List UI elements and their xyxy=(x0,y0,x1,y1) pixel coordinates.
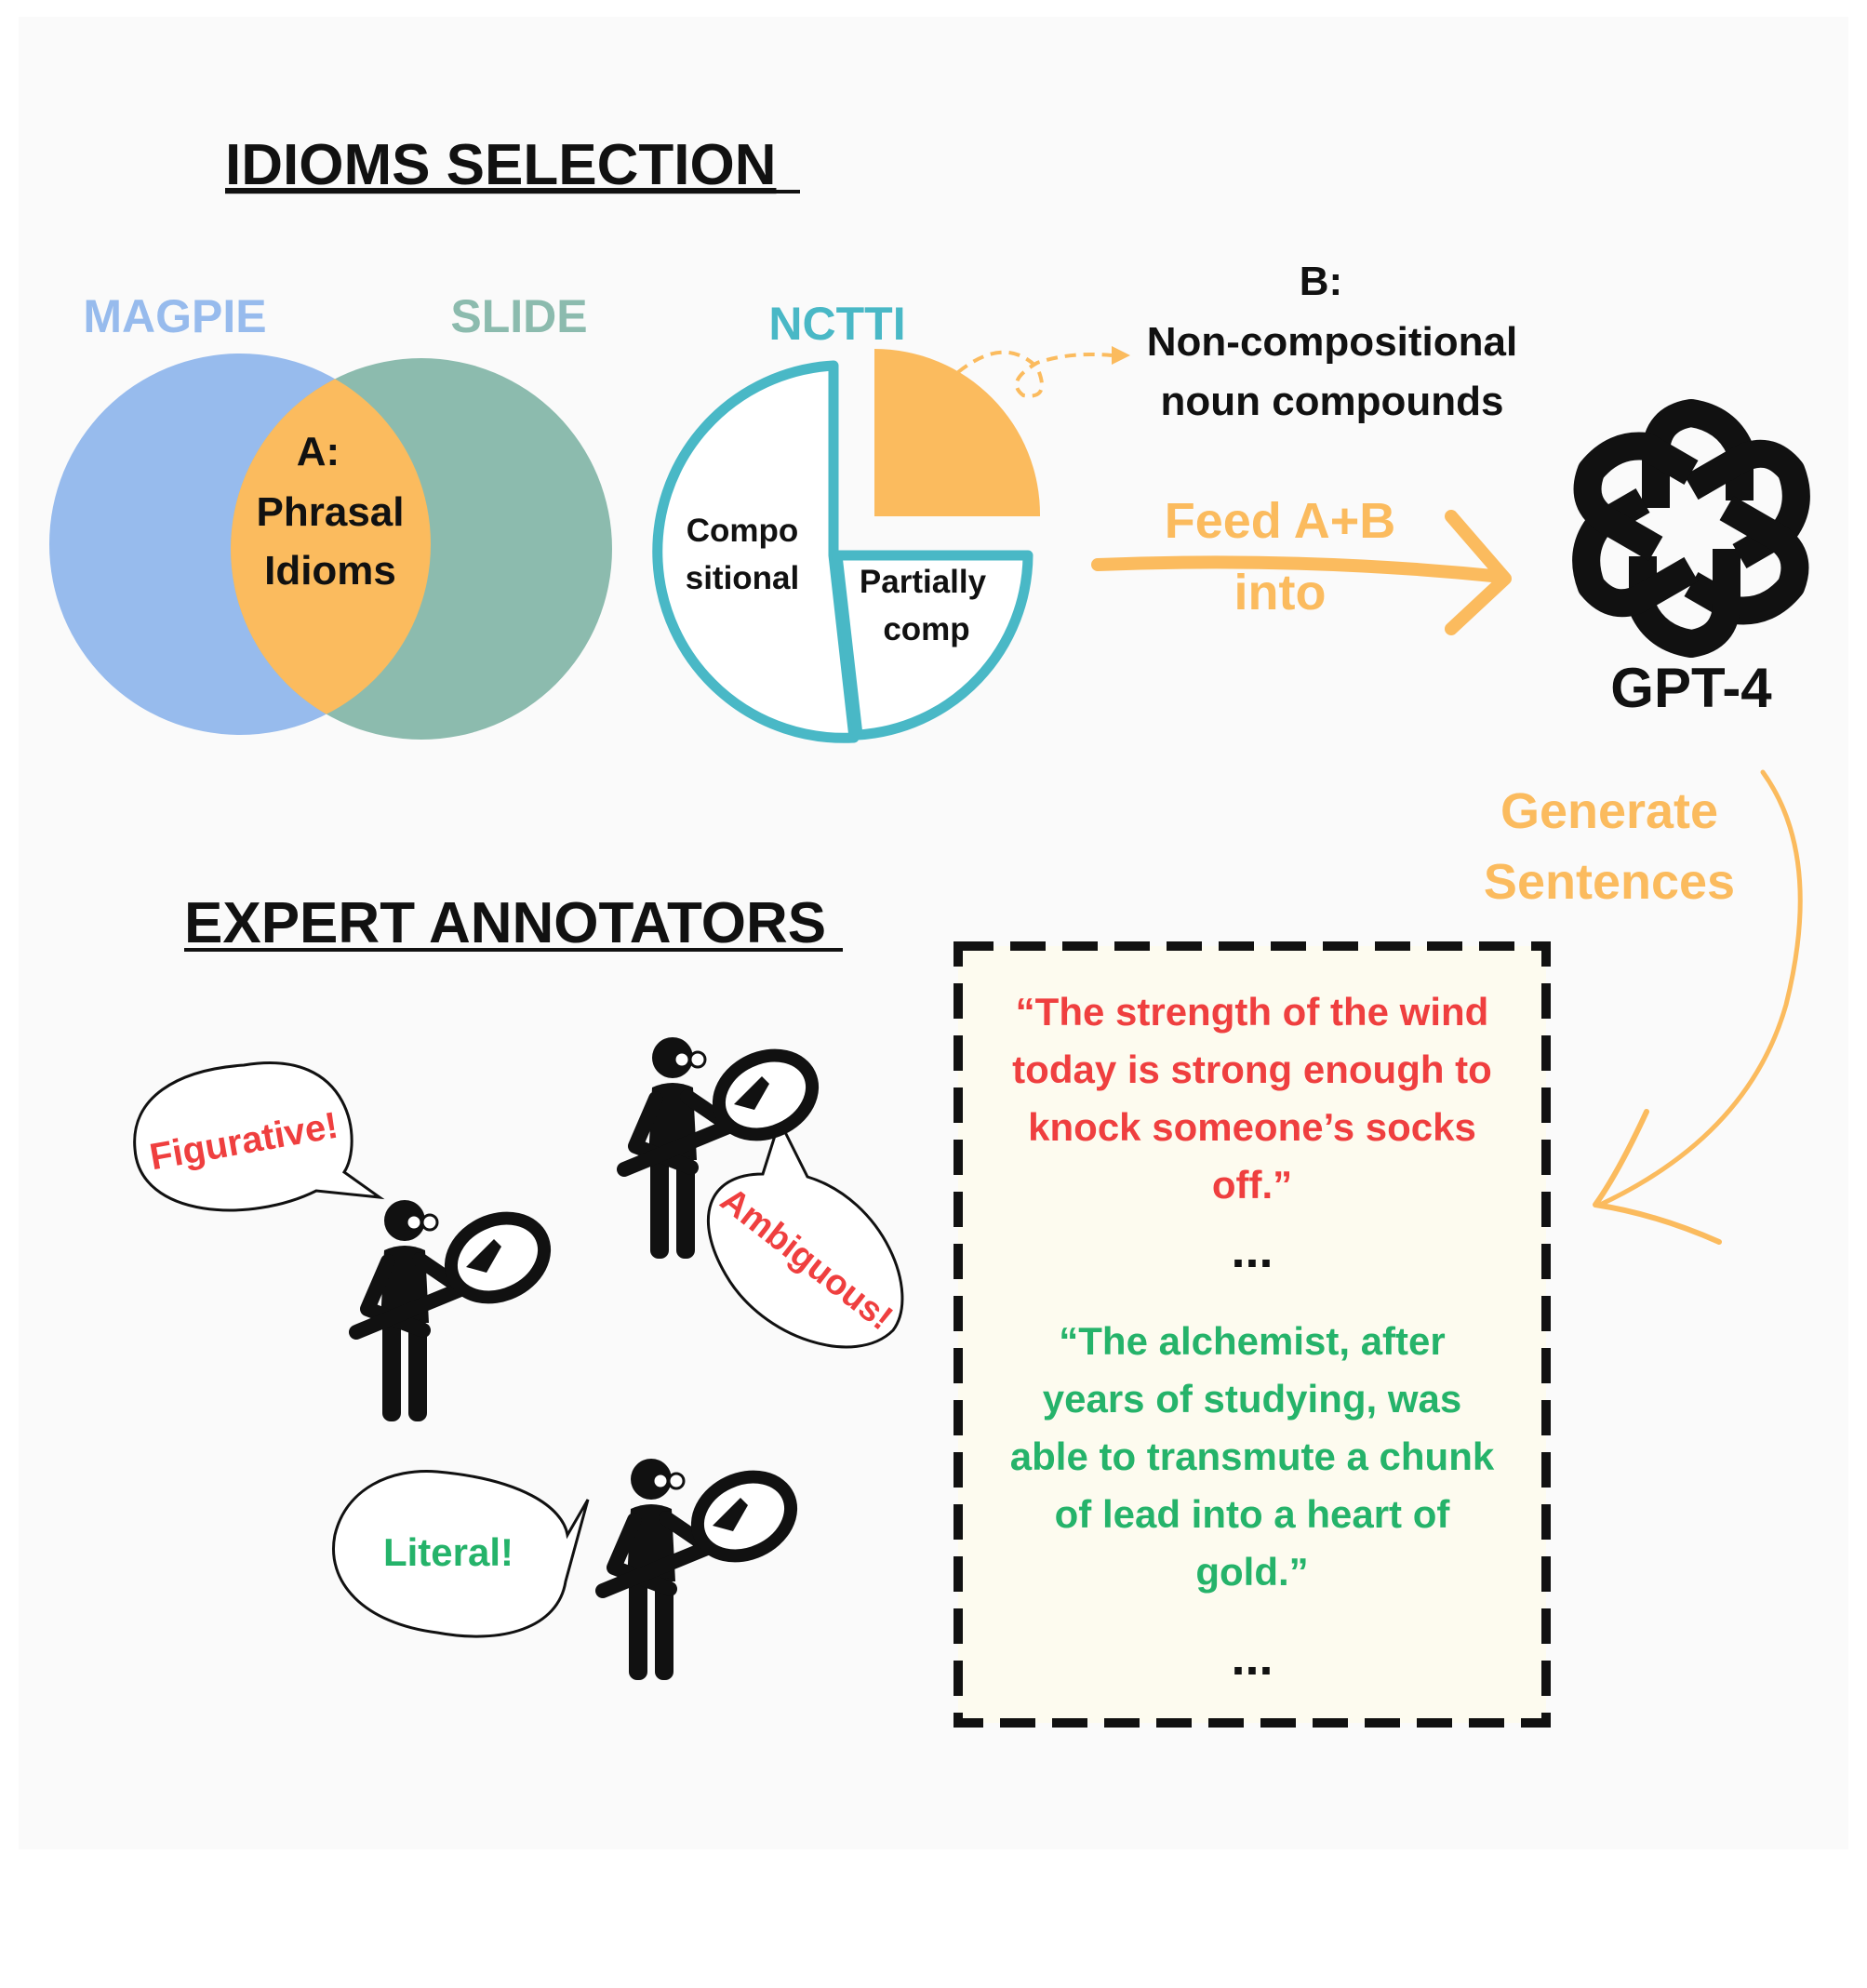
speech-bubble-figurative xyxy=(133,1061,385,1212)
b-label-line2: noun compounds xyxy=(1160,379,1503,424)
sentence1-line: off.” xyxy=(1212,1163,1292,1207)
sentence1-line: knock someone’s socks xyxy=(1028,1105,1476,1149)
sentence1-line: “The strength of the wind xyxy=(1016,990,1489,1034)
pie-label-nctti: NCTTI xyxy=(768,298,905,350)
sentence2-line: able to transmute a chunk xyxy=(1010,1434,1495,1478)
sentence2-line: years of studying, was xyxy=(1043,1377,1461,1421)
feed-label-line2: into xyxy=(1234,565,1327,620)
feed-label-line1: Feed A+B xyxy=(1165,493,1396,549)
b-tag: B: xyxy=(1300,259,1342,304)
pie-slice-partially-compositional xyxy=(832,550,1034,740)
nctti-pie-chart xyxy=(652,349,1041,743)
sentence1-line: today is strong enough to xyxy=(1012,1047,1492,1091)
section-title-expert-annotators: EXPERT ANNOTATORS xyxy=(184,891,826,955)
generated-sentences-box xyxy=(954,941,1551,1728)
sentence2-line: gold.” xyxy=(1195,1550,1308,1594)
openai-logo-icon xyxy=(1572,399,1810,658)
pie-slice-non-compositional xyxy=(874,349,1041,516)
model-name-gpt4: GPT-4 xyxy=(1610,657,1772,719)
sentence-figurative-example: “The strength of the wind today is stron… xyxy=(1012,990,1492,1207)
sentence2-line: of lead into a heart of xyxy=(1055,1492,1451,1536)
sentence-literal-example: “The alchemist, after years of studying,… xyxy=(1010,1319,1495,1594)
pie-slice-compositional xyxy=(652,360,860,743)
overlap-label-line1: Phrasal xyxy=(257,489,405,535)
pie-text-partial-line1: Partially xyxy=(860,564,987,600)
feed-arrow-shaft xyxy=(1091,555,1509,583)
generate-arrow-shaft xyxy=(1597,769,1803,1207)
generate-label-line1: Generate xyxy=(1500,783,1718,839)
b-label-line1: Non-compositional xyxy=(1147,319,1517,365)
feed-arrowhead xyxy=(1445,510,1512,635)
venn-diagram xyxy=(49,354,612,740)
overlap-tag-a: A: xyxy=(297,429,340,474)
dashed-arrow-to-b xyxy=(956,350,1113,398)
generate-label-line2: Sentences xyxy=(1484,854,1735,910)
ellipsis-2: ... xyxy=(1231,1630,1273,1686)
sentence2-line: “The alchemist, after xyxy=(1059,1319,1445,1363)
dashed-arrowhead xyxy=(1112,346,1130,365)
overlap-label-line2: Idioms xyxy=(264,548,396,594)
venn-label-magpie: MAGPIE xyxy=(83,290,266,342)
pie-text-compositional-line2: sitional xyxy=(686,560,800,596)
section-title-idioms-selection: IDIOMS SELECTION xyxy=(225,133,776,197)
venn-label-slide: SLIDE xyxy=(450,290,587,342)
ellipsis-1: ... xyxy=(1231,1222,1273,1278)
venn-overlap-phrasal-idioms xyxy=(231,358,431,735)
pie-text-compositional-line1: Compo xyxy=(687,513,799,549)
pie-text-partial-line2: comp xyxy=(883,611,969,647)
bubble-text-literal: Literal! xyxy=(383,1530,513,1574)
speech-bubble-ambiguous xyxy=(706,1117,904,1349)
speech-bubble-literal xyxy=(332,1470,590,1638)
generate-arrowhead xyxy=(1593,1109,1722,1245)
